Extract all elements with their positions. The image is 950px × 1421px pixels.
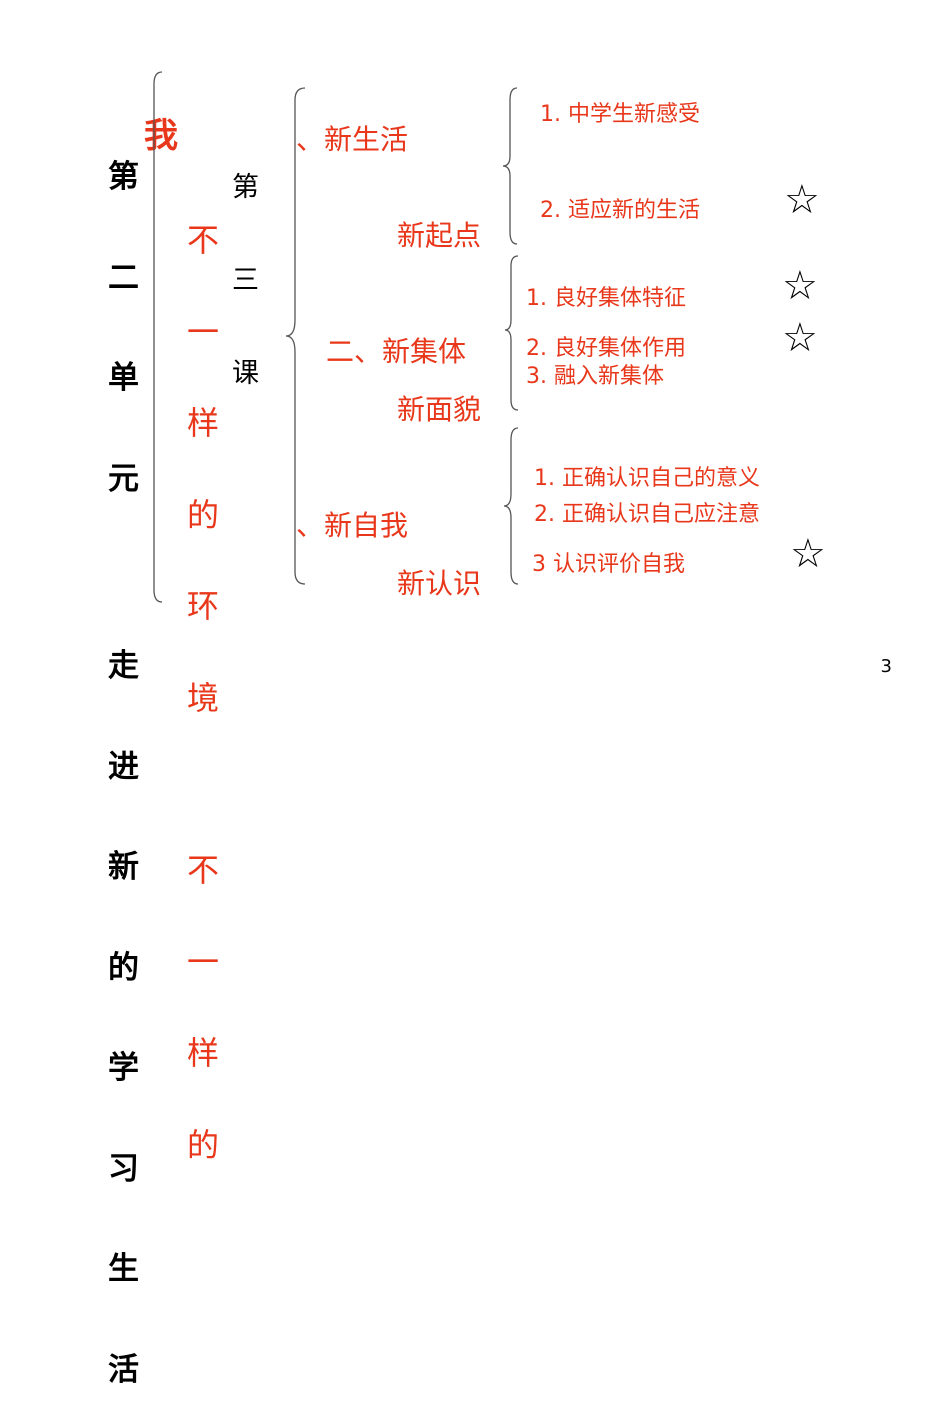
unit-title-char: 二 [108, 259, 139, 296]
item-3-1: 1. 正确认识自己的意义 [534, 466, 760, 491]
lesson-char: 课 [232, 358, 259, 389]
star-icon: ☆ [782, 263, 818, 309]
theme-gap [187, 774, 227, 794]
theme-char: 的 [187, 1125, 220, 1164]
lesson-label: 第 三 课 [232, 110, 264, 420]
section2-title: 二、新集体 [326, 335, 467, 368]
section3-brace [503, 427, 519, 585]
star-icon: ☆ [790, 531, 826, 577]
lesson-brace [285, 87, 306, 585]
section2-brace [504, 255, 519, 411]
lesson-char: 三 [232, 265, 259, 296]
unit-title-char: 单 [108, 360, 139, 396]
unit-bracket [153, 71, 163, 603]
theme-char: 的 [187, 495, 220, 534]
star-icon: ☆ [784, 177, 820, 223]
unit-title-char: 进 [108, 748, 139, 785]
item-1-2: 2. 适应新的生活 [540, 198, 700, 223]
unit-title-char: 元 [108, 460, 139, 497]
brackets [153, 71, 519, 603]
unit-title-char: 的 [108, 949, 139, 986]
theme-char: 一 [187, 312, 220, 351]
unit-title-char: 学 [108, 1050, 139, 1086]
theme-char: 一 [187, 942, 220, 981]
section1-title: 、新生活 [296, 123, 409, 156]
theme-char: 不 [187, 851, 220, 889]
section3-title: 、新自我 [296, 509, 409, 542]
unit-title-char: 生 [108, 1251, 139, 1287]
unit-title-char: 走 [108, 648, 139, 684]
section3-subtitle: 新认识 [397, 567, 482, 600]
theme-char: 不 [187, 221, 220, 259]
star-icon: ☆ [782, 315, 818, 361]
item-3-3: 3 认识评价自我 [532, 552, 685, 577]
theme-first-char: 我 [144, 116, 178, 156]
unit-title-char: 活 [108, 1351, 139, 1388]
theme-char: 境 [187, 678, 220, 717]
section2-subtitle: 新面貌 [397, 393, 482, 426]
unit-title-char: 习 [108, 1150, 139, 1187]
unit-title-char: 第 [108, 159, 139, 195]
item-2-2: 2. 良好集体作用 [526, 336, 686, 361]
item-1-1: 1. 中学生新感受 [540, 102, 700, 127]
item-3-2: 2. 正确认识自己应注意 [534, 502, 760, 527]
item-2-3: 3. 融入新集体 [526, 364, 664, 389]
item-2-1: 1. 良好集体特征 [526, 286, 686, 311]
section1-subtitle: 新起点 [397, 219, 482, 252]
unit-title-char: 新 [108, 849, 139, 885]
theme-char: 环 [187, 587, 220, 625]
page-number: 3 [880, 656, 892, 677]
theme-char: 样 [187, 404, 220, 442]
theme-char: 样 [187, 1034, 220, 1072]
section1-brace [502, 87, 518, 245]
lesson-char: 第 [232, 172, 259, 203]
